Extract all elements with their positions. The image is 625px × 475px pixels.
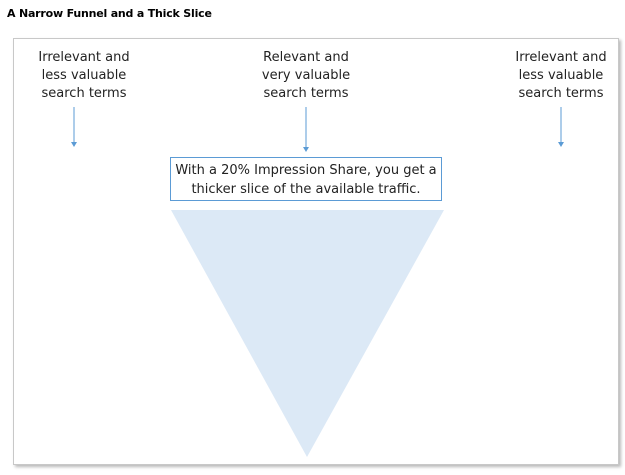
arrow-left-head bbox=[71, 142, 77, 147]
diagram-frame: Irrelevant and less valuable search term… bbox=[13, 38, 619, 465]
label-line: Relevant and bbox=[263, 50, 349, 65]
label-line: Irrelevant and bbox=[515, 50, 607, 65]
arrow-middle-head bbox=[303, 147, 309, 152]
label-line: search terms bbox=[518, 86, 604, 101]
label-line: less valuable bbox=[41, 68, 127, 83]
arrow-right-head bbox=[558, 142, 564, 147]
callout-line: thicker slice of the available traffic. bbox=[191, 182, 421, 197]
page-title: A Narrow Funnel and a Thick Slice bbox=[7, 7, 212, 20]
label-line: Irrelevant and bbox=[38, 50, 130, 65]
funnel-triangle bbox=[171, 210, 444, 457]
diagram-graphics bbox=[71, 107, 564, 457]
label-line: search terms bbox=[41, 86, 127, 101]
label-irrelevant-left: Irrelevant and less valuable search term… bbox=[24, 49, 144, 103]
label-line: very valuable bbox=[261, 68, 351, 83]
callout-line: With a 20% Impression Share, you get a bbox=[175, 163, 437, 178]
label-irrelevant-right: Irrelevant and less valuable search term… bbox=[501, 49, 621, 103]
label-line: search terms bbox=[263, 86, 349, 101]
impression-share-callout: With a 20% Impression Share, you get a t… bbox=[170, 157, 442, 201]
label-line: less valuable bbox=[518, 68, 604, 83]
label-relevant-middle: Relevant and very valuable search terms bbox=[246, 49, 366, 103]
